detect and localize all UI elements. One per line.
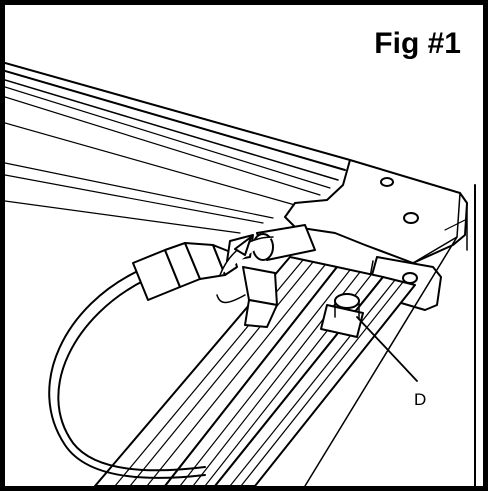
rail-grooves (114, 259, 404, 486)
clip-d (320, 293, 364, 338)
socket-connector (242, 266, 278, 328)
upper-rail (5, 62, 351, 234)
callout-d-leader (356, 316, 418, 382)
cable (48, 269, 206, 479)
figure-title: Fig #1 (374, 27, 461, 60)
callout-label-d: D (414, 390, 427, 409)
direction-arrow (216, 236, 274, 304)
assembly-line-drawing (5, 62, 476, 486)
frame-edge (304, 184, 476, 486)
